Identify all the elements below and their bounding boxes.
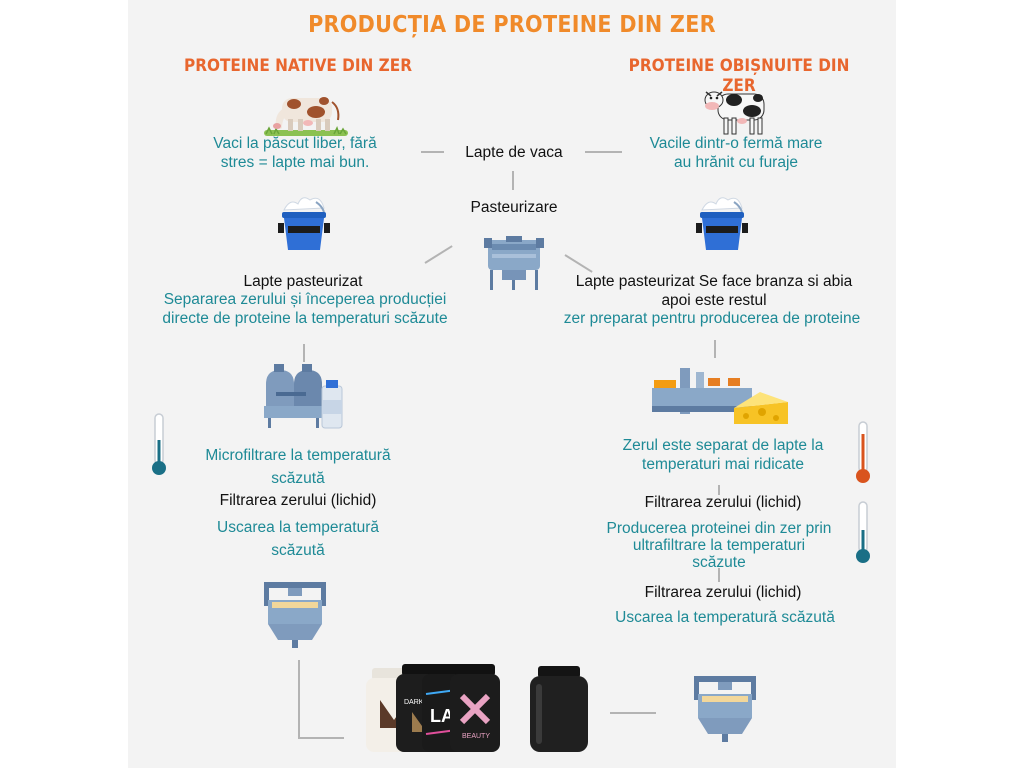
left-header: PROTEINE NATIVE DIN ZER — [184, 56, 412, 76]
right-prepared-text: zer preparat pentru producerea de protei… — [563, 310, 861, 327]
thermometer-hot-icon — [856, 421, 870, 483]
protein-jar-icon — [530, 666, 588, 752]
left-pasteurized-label: Lapte pasteurizat — [243, 273, 363, 290]
connector-line — [718, 568, 720, 582]
ultrafiltration-text: Producerea proteinei din zer prin ultraf… — [606, 520, 832, 572]
protein-jar-icon: BEAUTY — [450, 664, 500, 752]
connector-line — [298, 737, 344, 739]
connector-line — [585, 151, 622, 153]
jar-label: DARK K — [404, 699, 430, 706]
cheese-factory-icon — [652, 368, 788, 424]
connector-line — [298, 660, 300, 739]
thermometer-cold-icon — [856, 501, 870, 563]
background-panel — [128, 0, 896, 768]
pasteurizer-icon — [484, 236, 544, 290]
page-title: PRODUCȚIA DE PROTEINE DIN ZER — [308, 12, 716, 38]
grazing-cow-icon — [264, 97, 348, 136]
drying-vat-icon — [264, 582, 326, 648]
connector-line — [512, 171, 514, 190]
left-cows-text: Vaci la păscut liber, fără stres = lapte… — [213, 135, 377, 171]
drying-vat-icon — [694, 676, 756, 742]
thermometer-cold-icon — [152, 413, 166, 475]
connector-line — [714, 340, 716, 358]
right-pasteurized-label: Lapte pasteurizat Se face branza si abia… — [575, 273, 853, 309]
connector-line — [303, 344, 305, 362]
right-drying-text: Uscarea la temperatură scăzută — [615, 609, 835, 626]
right-header: PROTEINE OBIȘNUITE DIN ZER — [628, 56, 850, 97]
right-filtration-label-2: Filtrarea zerului (lichid) — [644, 584, 802, 601]
pasteurization-label: Pasteurizare — [470, 199, 558, 216]
right-cows-text: Vacile dintr-o fermă mare au hrănit cu f… — [649, 135, 823, 171]
jar-label: BEAUTY — [462, 733, 490, 740]
connector-line — [421, 151, 444, 153]
milk-bucket-icon — [278, 197, 330, 250]
milk-label: Lapte de vaca — [465, 144, 563, 161]
milk-bucket-icon — [696, 197, 748, 250]
right-separated-text: Zerul este separat de lapte la temperatu… — [622, 437, 824, 473]
farm-cow-icon — [704, 91, 765, 135]
left-filtration-label: Filtrarea zerului (lichid) — [219, 492, 377, 509]
dairy-tanks-icon — [264, 364, 343, 429]
connector-line — [718, 485, 720, 495]
microfiltration-text: Microfiltrare la temperatură scăzută — [205, 447, 391, 488]
left-separation-text: Separarea zerului și începerea producție… — [162, 291, 448, 327]
right-filtration-label-1: Filtrarea zerului (lichid) — [644, 494, 802, 511]
left-drying-text: Uscarea la temperatură scăzută — [217, 519, 379, 560]
connector-line — [610, 712, 656, 714]
